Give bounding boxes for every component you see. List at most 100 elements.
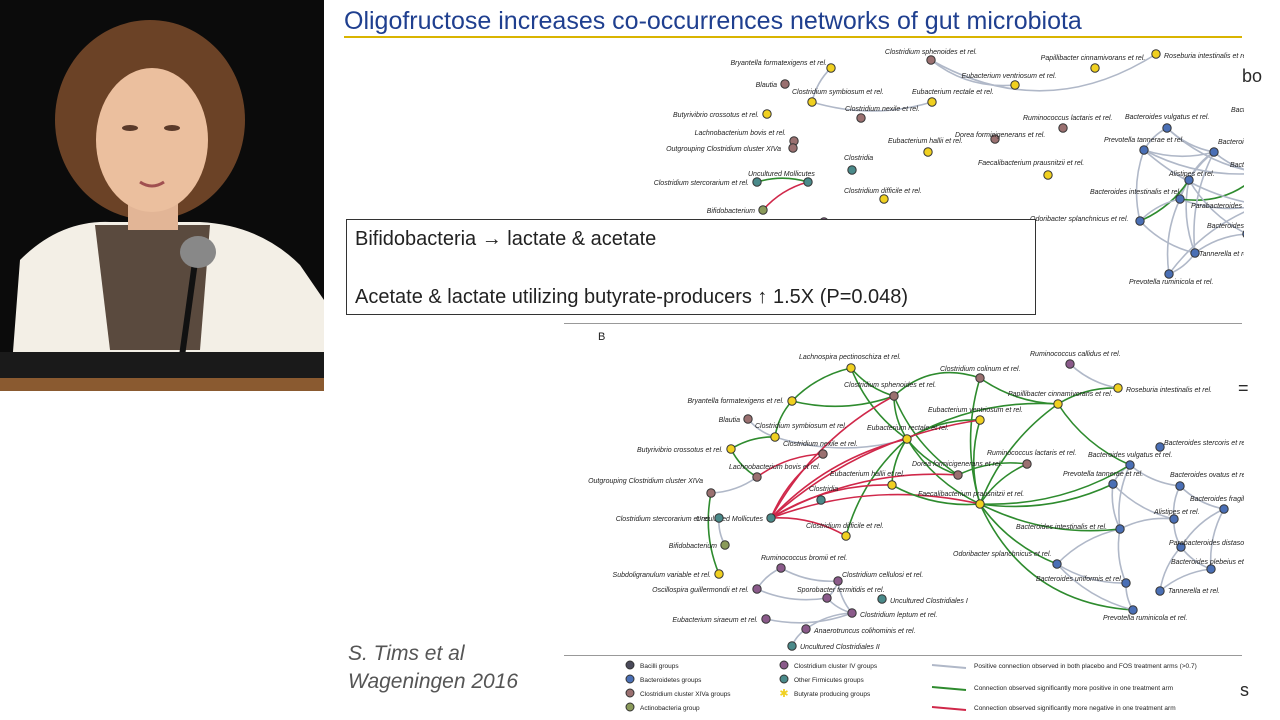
node-label: Eubacterium rectale et rel. xyxy=(912,89,994,96)
network-node: Dorea formicigenerans et rel. xyxy=(955,132,1045,144)
network-edge xyxy=(893,371,981,397)
node-label: Clostridium difficile et rel. xyxy=(844,188,922,195)
network-edge xyxy=(972,419,981,505)
node-label: Papillibacter cinnamivorans et rel. xyxy=(1008,391,1113,398)
network-edge xyxy=(1056,563,1127,584)
network-node: Prevotella ruminicola et rel. xyxy=(1129,269,1213,286)
network-edge xyxy=(979,403,1059,505)
node-marker xyxy=(762,109,772,119)
node-marker xyxy=(726,444,736,454)
legend-line xyxy=(931,706,967,711)
legend-swatch xyxy=(779,660,789,670)
node-marker xyxy=(841,531,851,541)
network-edge xyxy=(780,567,839,583)
network-node: Clostridium symbiosum et rel. xyxy=(792,89,884,107)
nodes: Clostridium sphenoides et rel.Papillibac… xyxy=(654,49,1244,286)
legend-item: Bacilli groups xyxy=(625,660,679,670)
network-edge xyxy=(1159,568,1212,592)
node-marker xyxy=(1115,524,1125,534)
network-edge xyxy=(1168,252,1196,275)
node-marker xyxy=(1108,479,1118,489)
network-node: Lachnobacterium bovis et rel. xyxy=(695,130,799,146)
network-node: Ruminococcus callidus et rel. xyxy=(1030,351,1121,369)
node-label: Bacteroides ovatus et rel. xyxy=(1170,472,1244,479)
node-label: Eubacterium hallii et rel. xyxy=(888,138,963,145)
network-node: Bacteroides vulgatus et rel. xyxy=(1125,114,1209,133)
node-label: Bacteroides intestinalis et rel. xyxy=(1090,189,1181,196)
node-label: Clostridium stercorarium et rel. xyxy=(654,180,749,187)
network-edge xyxy=(770,395,895,519)
legend-item: Other Firmicutes groups xyxy=(779,674,864,684)
network-edge xyxy=(1143,149,1244,203)
node-label: Clostridium sphenoides et rel. xyxy=(844,382,936,389)
network-node: Eubacterium hallii et rel. xyxy=(888,138,963,157)
network-edge xyxy=(710,476,758,494)
legend-label: Clostridium cluster IV groups xyxy=(794,663,878,670)
node-marker xyxy=(1151,49,1161,59)
network-node: Sporobacter termitidis et rel. xyxy=(797,587,885,603)
legend-swatch xyxy=(625,688,635,698)
node-label: Bifidobacterium xyxy=(707,208,755,215)
node-label: Ruminococcus callidus et rel. xyxy=(1030,351,1121,358)
node-marker xyxy=(720,540,730,550)
node-label: Clostridium nexile et rel. xyxy=(845,106,920,113)
network-node: Uncultured Clostridiales II xyxy=(787,641,880,651)
node-marker xyxy=(902,434,912,444)
network-node: Bryantella formatexigens et rel. xyxy=(731,60,836,73)
node-label: Subdoligranulum variable et rel. xyxy=(613,572,711,579)
node-marker xyxy=(1128,605,1138,615)
network-edge xyxy=(1057,387,1119,405)
network-edge xyxy=(730,448,758,478)
nodes: Streptococcus mitis et rel.Ruminococcus … xyxy=(588,351,1244,651)
network-node: Clostridium leptum et rel. xyxy=(847,608,937,619)
node-label: Parabacteroides distasonis et rel. xyxy=(1191,203,1244,210)
node-label: Bacteroides plebeius et rel. xyxy=(1207,223,1244,230)
node-marker xyxy=(807,97,817,107)
node-marker xyxy=(1135,216,1145,226)
network-edge xyxy=(762,181,809,211)
network-edge xyxy=(774,400,793,438)
panel-divider xyxy=(564,323,1242,324)
network-node: Bacteroides plebeius et rel. xyxy=(1207,223,1244,238)
network-edge xyxy=(979,483,1114,508)
node-marker xyxy=(743,414,753,424)
node-label: Bacteroides fragilis et rel. xyxy=(1190,496,1244,503)
legend-item: Actinobacteria group xyxy=(625,702,700,712)
network-edge xyxy=(979,503,1058,565)
node-label: Blautia xyxy=(719,417,741,424)
node-marker xyxy=(706,488,716,498)
network-node: Clostridium sphenoides et rel. xyxy=(844,382,936,401)
node-marker xyxy=(1043,170,1053,180)
network-node: Ruminococcus lactaris et rel. xyxy=(987,450,1077,469)
node-label: Lachnobacterium bovis et rel. xyxy=(695,130,786,137)
node-marker xyxy=(1022,459,1032,469)
network-node: Clostridium symbiosum et rel. xyxy=(755,423,847,442)
node-marker xyxy=(1053,399,1063,409)
callout-line-1: Bifidobacteria → lactate & acetate xyxy=(355,228,657,250)
node-label: Dorea formicigenerans et rel. xyxy=(955,132,1045,139)
node-marker xyxy=(1206,564,1216,574)
legend-label: Connection observed significantly more n… xyxy=(974,705,1176,712)
network-node: Bacteroides fragilis et rel. xyxy=(1190,496,1244,514)
network-edge xyxy=(1209,508,1225,570)
node-label: Prevotella ruminicola et rel. xyxy=(1103,615,1187,622)
node-label: Prevotella ruminicola et rel. xyxy=(1129,279,1213,286)
network-node: Uncultured Mollicutes xyxy=(696,513,776,523)
node-marker xyxy=(1155,442,1165,452)
node-marker xyxy=(714,513,724,523)
network-node: Clostridium nexile et rel. xyxy=(845,106,920,123)
node-marker xyxy=(847,608,857,618)
legend-swatch xyxy=(779,674,789,684)
node-marker xyxy=(1010,80,1020,90)
node-marker xyxy=(1058,123,1068,133)
node-marker xyxy=(752,584,762,594)
node-label: Roseburia intestinalis et rel. xyxy=(1164,53,1244,60)
network-edge xyxy=(845,438,908,537)
node-label: Prevotella tannerae et rel. xyxy=(1063,471,1143,478)
legend-label: Other Firmicutes groups xyxy=(794,677,864,684)
network-node: Alistipes et rel. xyxy=(1153,509,1200,524)
network-node: Bacteroides stercoris et rel. xyxy=(1231,107,1244,114)
node-marker xyxy=(927,97,937,107)
node-marker xyxy=(1176,542,1186,552)
node-label: Bacteroides stercoris et rel. xyxy=(1231,107,1244,114)
